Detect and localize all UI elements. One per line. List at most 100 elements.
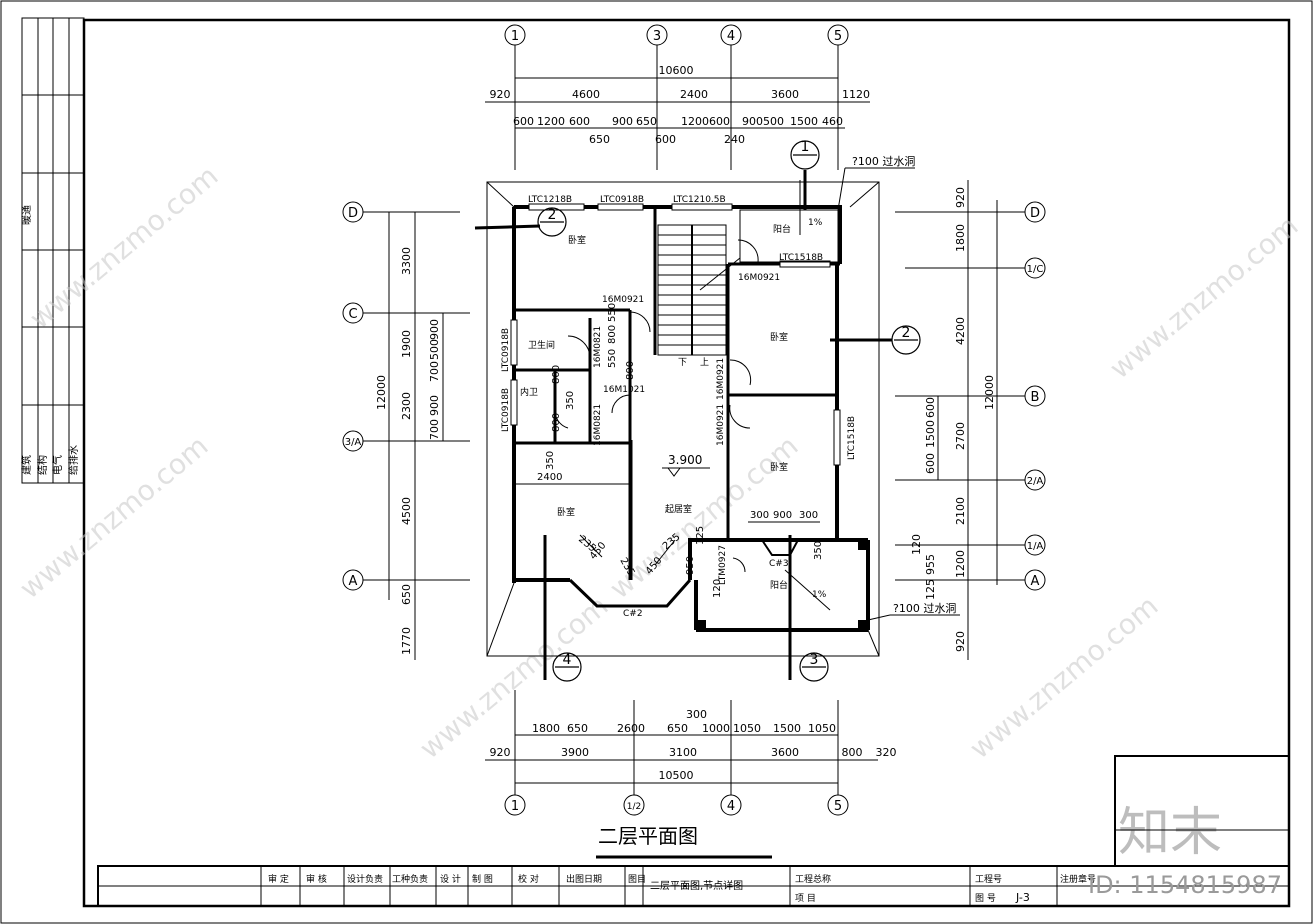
door-label: 16M0921 (738, 273, 780, 283)
window-label: LTC0918B (600, 195, 644, 205)
dim-top: 920 (490, 88, 511, 101)
misc-dim: 2400 (537, 472, 562, 483)
window-label: C#3 (769, 559, 789, 569)
axis-label-top: 1 (511, 29, 519, 44)
slope-label-top: 1% (808, 218, 823, 228)
dim-top: 650 (589, 133, 610, 146)
room-balcony-bottom: 阳台 (770, 579, 788, 591)
tb-item-label: 项 目 (795, 893, 816, 904)
dim-right: 1200 (954, 550, 967, 578)
section-marks (537, 140, 921, 682)
dim-right-overall: 12000 (983, 375, 996, 410)
room-living: 起居室 (665, 503, 692, 515)
windows (510, 203, 841, 466)
tb-header: 审 定 (268, 873, 289, 885)
dim-bottom: 3600 (771, 746, 799, 759)
dim-left: 1770 (400, 627, 413, 655)
dim-top: 460 (822, 115, 843, 128)
watermark-logo: 知末 (1118, 803, 1222, 863)
dim-top: 1200 (537, 115, 565, 128)
dim-top: 500 (763, 115, 784, 128)
axis-label-bottom: 4 (727, 799, 735, 814)
dim-left: 650 (400, 584, 413, 605)
misc-dim: 350 (813, 541, 824, 560)
dim-top: 2400 (680, 88, 708, 101)
axis-label-top: 4 (727, 29, 735, 44)
axis-label-right: 1/A (1027, 541, 1044, 552)
misc-dim: 950 (685, 556, 696, 575)
dim-left: 900 (428, 395, 441, 416)
sidebar-label-hvac: 暖通 (20, 205, 33, 225)
dim-right: 120 (910, 534, 923, 555)
axis-label-right: B (1031, 390, 1040, 405)
dim-top: 900 (742, 115, 763, 128)
axis-label-bottom: 1 (511, 799, 519, 814)
dim-right: 4200 (954, 317, 967, 345)
dim-left: 500 (428, 339, 441, 360)
misc-dim: 800 (551, 365, 562, 384)
tb-header: 出图日期 (566, 873, 602, 885)
dim-top: 1200 (681, 115, 709, 128)
axis-label-right: D (1030, 206, 1040, 221)
dim-left: 700 (428, 419, 441, 440)
tb-header: 制 图 (472, 873, 493, 885)
axis-label-bottom: 1/2 (627, 802, 641, 812)
signoff-strip (21, 17, 85, 484)
dim-right: 125 (924, 579, 937, 600)
dim-bottom: 1050 (808, 722, 836, 735)
window-label: LTC0918B (501, 328, 511, 372)
axis-label-left: 3/A (345, 437, 362, 448)
dim-left: 900 (428, 319, 441, 340)
dim-right: 920 (954, 631, 967, 652)
dim-left: 4500 (400, 497, 413, 525)
image-id-watermark: ID: 1154815987 (1088, 871, 1282, 899)
dim-bottom: 800 (842, 746, 863, 759)
door-label: 16M0821 (593, 326, 603, 368)
axis-label-left: D (348, 206, 358, 221)
dim-left: 2300 (400, 392, 413, 420)
dim-left: 1900 (400, 330, 413, 358)
misc-dim: 350 (545, 451, 556, 470)
window-label: LTC0918B (501, 388, 511, 432)
section-label: 1 (801, 139, 810, 155)
axis-bubbles-left (342, 201, 470, 660)
drawing-title: 二层平面图 (598, 824, 698, 848)
dim-top: 4600 (572, 88, 600, 101)
dim-bottom: 1000 (702, 722, 730, 735)
tb-header: 设 计 (440, 873, 461, 885)
misc-dim: 350 (565, 391, 576, 410)
elevation-label: 3.900 (668, 453, 702, 467)
dim-right: 600 (924, 453, 937, 474)
dim-top: 600 (513, 115, 534, 128)
room-bedroom-4: 卧室 (557, 506, 575, 518)
dim-bottom: 920 (490, 746, 511, 759)
dim-top: 650 (636, 115, 657, 128)
dim-left: 3300 (400, 247, 413, 275)
misc-dim: 120 (712, 579, 723, 598)
misc-dim: 550 (607, 303, 618, 322)
dim-top: 3600 (771, 88, 799, 101)
door-label: 16M0921 (716, 404, 726, 446)
stairs (657, 224, 741, 356)
slope-label: 1% (812, 590, 827, 600)
drain-note-2: ?100 过水洞 (893, 602, 956, 615)
dim-bottom: 3900 (561, 746, 589, 759)
dim-bottom: 1050 (733, 722, 761, 735)
axis-label-right: 1/C (1027, 264, 1044, 275)
door-label: 16M0921 (602, 295, 644, 305)
room-ensuite: 内卫 (520, 386, 538, 398)
dim-right: 1800 (954, 224, 967, 252)
section-label: 3 (810, 652, 819, 668)
tb-header: 工种负责 (392, 873, 428, 885)
dim-top: 240 (724, 133, 745, 146)
dim-bottom: 1500 (773, 722, 801, 735)
dim-lines-bottom (485, 690, 878, 795)
columns (696, 540, 868, 630)
sidebar-label-plumbing: 给排水 (67, 445, 80, 475)
dim-right: 2700 (954, 422, 967, 450)
title-block (97, 755, 1290, 907)
tb-header: 设计负责 (347, 873, 383, 885)
section-label: 2 (902, 325, 911, 341)
